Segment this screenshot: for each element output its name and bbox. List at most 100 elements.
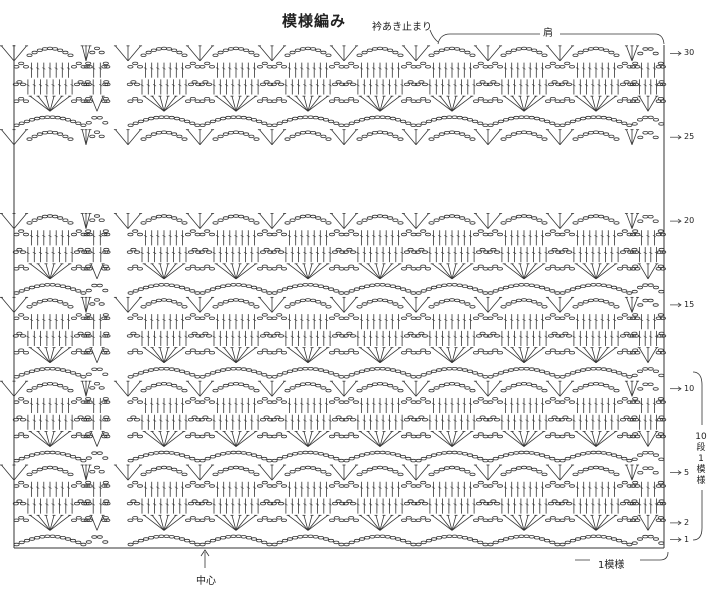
double-crochet [359,263,381,280]
double-crochet-bar [472,335,476,338]
chain-stitch [528,367,535,371]
chain-stitch [492,456,499,461]
chain-stitch [86,518,93,522]
double-crochet-bar [171,503,176,506]
chain-stitch [559,458,566,463]
chain-stitch [271,291,278,295]
chain-stitch [611,537,618,541]
chain-stitch [281,119,288,124]
chain-stitch [658,541,665,545]
chain-stitch [436,116,443,121]
chain-stitch [34,536,41,540]
chain-stitch [652,51,659,56]
chain-stitch [421,334,428,338]
chain-stitch [102,540,109,544]
double-crochet-bar [70,335,74,338]
double-crochet [143,347,165,364]
double-crochet-bar [544,84,548,87]
chain-stitch [405,289,412,293]
double-crochet [431,347,453,364]
chain-stitch [366,216,373,220]
chain-stitch [410,375,417,379]
double-crochet-bar [384,235,388,238]
double-crochet [379,263,393,280]
chain-stitch [569,232,576,237]
double-crochet-bar [54,67,58,70]
chain-stitch [631,373,638,378]
chain-stitch [603,300,610,304]
chain-stitch [405,348,412,352]
chain-stitch [71,518,78,522]
chain-stitch [548,334,555,338]
chain-stitch [464,50,471,55]
chain-stitch [627,334,634,338]
double-crochet-bar [387,335,392,338]
chain-stitch [634,400,641,404]
chain-stitch [479,415,486,419]
chain-stitch [348,456,355,461]
chain-stitch [642,466,649,470]
double-crochet-bar [597,251,601,254]
chain-stitch [253,388,260,393]
chain-stitch [67,221,74,225]
chain-stitch [281,371,288,375]
double-crochet [451,347,473,364]
chain-stitch [13,434,20,439]
double-crochet-bar [519,251,523,254]
chain-stitch [459,216,466,220]
double-crochet-bar [578,503,582,506]
double-crochet [187,297,201,313]
chain-stitch [605,284,612,288]
chain-stitch [263,499,270,503]
chain-stitch [587,382,594,386]
chain-stitch [276,289,283,293]
chain-stitch [387,467,394,472]
chain-stitch [415,400,422,404]
double-crochet [379,431,393,447]
collar-pointer [429,29,439,43]
chain-stitch [335,415,342,419]
chain-stitch [80,123,87,127]
chain-stitch [652,219,659,223]
chain-stitch [181,472,188,477]
double-crochet [638,95,649,112]
chain-stitch [418,80,425,84]
double-crochet-bar [544,503,548,506]
chain-stitch [477,456,484,461]
chain-stitch [403,501,410,506]
double-crochet-bar [231,503,235,506]
chain-stitch [438,383,445,388]
chain-stitch [477,289,484,293]
chain-stitch [28,537,35,541]
chain-stitch [71,400,78,404]
chain-stitch [132,540,139,545]
chain-stitch [266,375,273,379]
double-crochet [595,95,609,112]
double-crochet [626,297,633,313]
chain-stitch [13,400,20,404]
chain-stitch [496,316,503,320]
double-crochet [163,515,177,531]
chain-stitch [660,501,667,506]
chain-stitch [593,46,600,51]
double-crochet-bar [328,503,332,506]
chain-stitch [549,456,556,461]
double-crochet-bar [243,503,248,506]
double-crochet [559,380,573,397]
double-crochet [187,45,201,62]
chain-stitch [475,418,482,422]
chain-stitch [349,250,356,254]
chain-stitch [593,130,600,134]
chain-stitch [104,99,111,103]
chain-stitch [621,397,628,401]
double-crochet-bar [234,67,238,70]
double-crochet [415,45,429,62]
chain-stitch [566,250,573,254]
chain-stitch [647,451,654,455]
chain-stitch [94,46,101,51]
double-crochet-bar [306,67,310,70]
chain-stitch [430,118,437,122]
chain-stitch [492,313,499,317]
chain-stitch [199,375,206,379]
chain-stitch [204,432,211,436]
